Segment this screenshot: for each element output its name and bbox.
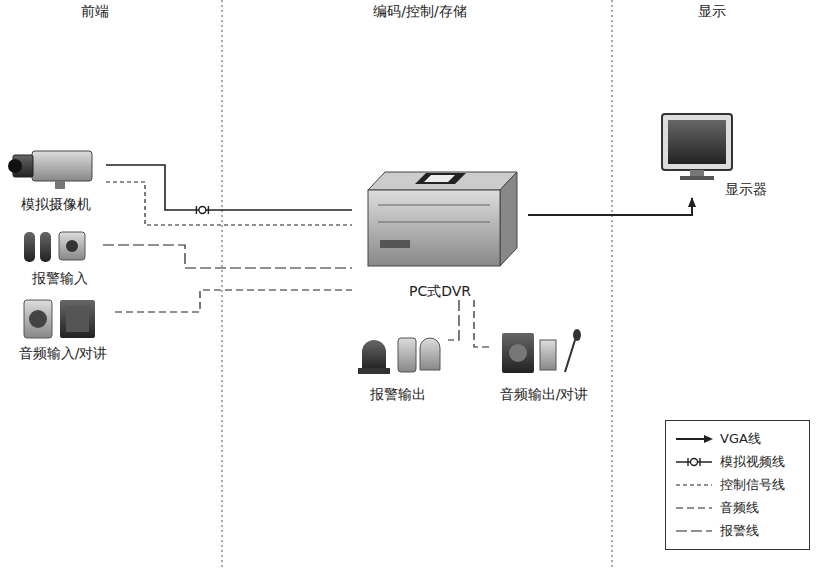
legend-text: VGA线	[720, 429, 761, 449]
device-node: 模拟摄像机	[5, 143, 106, 213]
connector	[474, 300, 492, 347]
legend-row: 模拟视频线	[674, 452, 804, 472]
device-label: 音频输出/对讲	[499, 386, 590, 402]
column-header: 前端	[78, 2, 112, 20]
monitor-icon	[662, 114, 732, 180]
column-header: 显示	[695, 2, 729, 20]
connector	[106, 182, 352, 225]
connector	[528, 198, 692, 215]
legend-box: VGA线模拟视频线控制信号线音频线报警线	[665, 420, 810, 550]
column-header: 编码/控制/存储	[370, 2, 469, 20]
legend-row: 控制信号线	[674, 475, 804, 495]
column-divider	[222, 0, 612, 569]
camera-icon	[8, 151, 92, 189]
legend-sample	[674, 456, 714, 468]
alarm-input-icon	[24, 232, 85, 262]
connector	[448, 300, 459, 340]
device-node: 显示器	[652, 108, 768, 198]
device-node: 音频输出/对讲	[492, 325, 596, 403]
legend-sample	[674, 433, 714, 445]
device-node: PC式DVR	[352, 148, 528, 300]
legend-sample	[674, 502, 714, 514]
device-label: PC式DVR	[408, 283, 472, 299]
legend-text: 控制信号线	[720, 475, 785, 495]
connector	[103, 245, 352, 268]
legend-row: VGA线	[674, 429, 804, 449]
device-label: 报警输入	[31, 270, 89, 286]
device-node: 报警输入	[17, 225, 103, 287]
legend-row: 音频线	[674, 498, 804, 518]
device-label: 模拟摄像机	[20, 196, 92, 212]
connector	[115, 290, 352, 312]
alarm-output-icon	[358, 338, 440, 374]
legend-text: 模拟视频线	[720, 452, 785, 472]
connector	[106, 165, 352, 214]
device-label: 显示器	[724, 181, 768, 197]
legend-row: 报警线	[674, 521, 804, 541]
legend-text: 报警线	[720, 521, 759, 541]
legend-text: 音频线	[720, 498, 759, 518]
device-node: 音频输入/对讲	[11, 295, 115, 362]
dvr-icon	[368, 172, 517, 266]
audio-output-icon	[502, 329, 581, 373]
legend-sample	[674, 479, 714, 491]
device-label: 音频输入/对讲	[18, 345, 109, 361]
audio-input-icon	[24, 300, 95, 338]
device-label: 报警输出	[369, 386, 427, 402]
device-node: 报警输出	[347, 325, 448, 403]
legend-sample	[674, 525, 714, 537]
